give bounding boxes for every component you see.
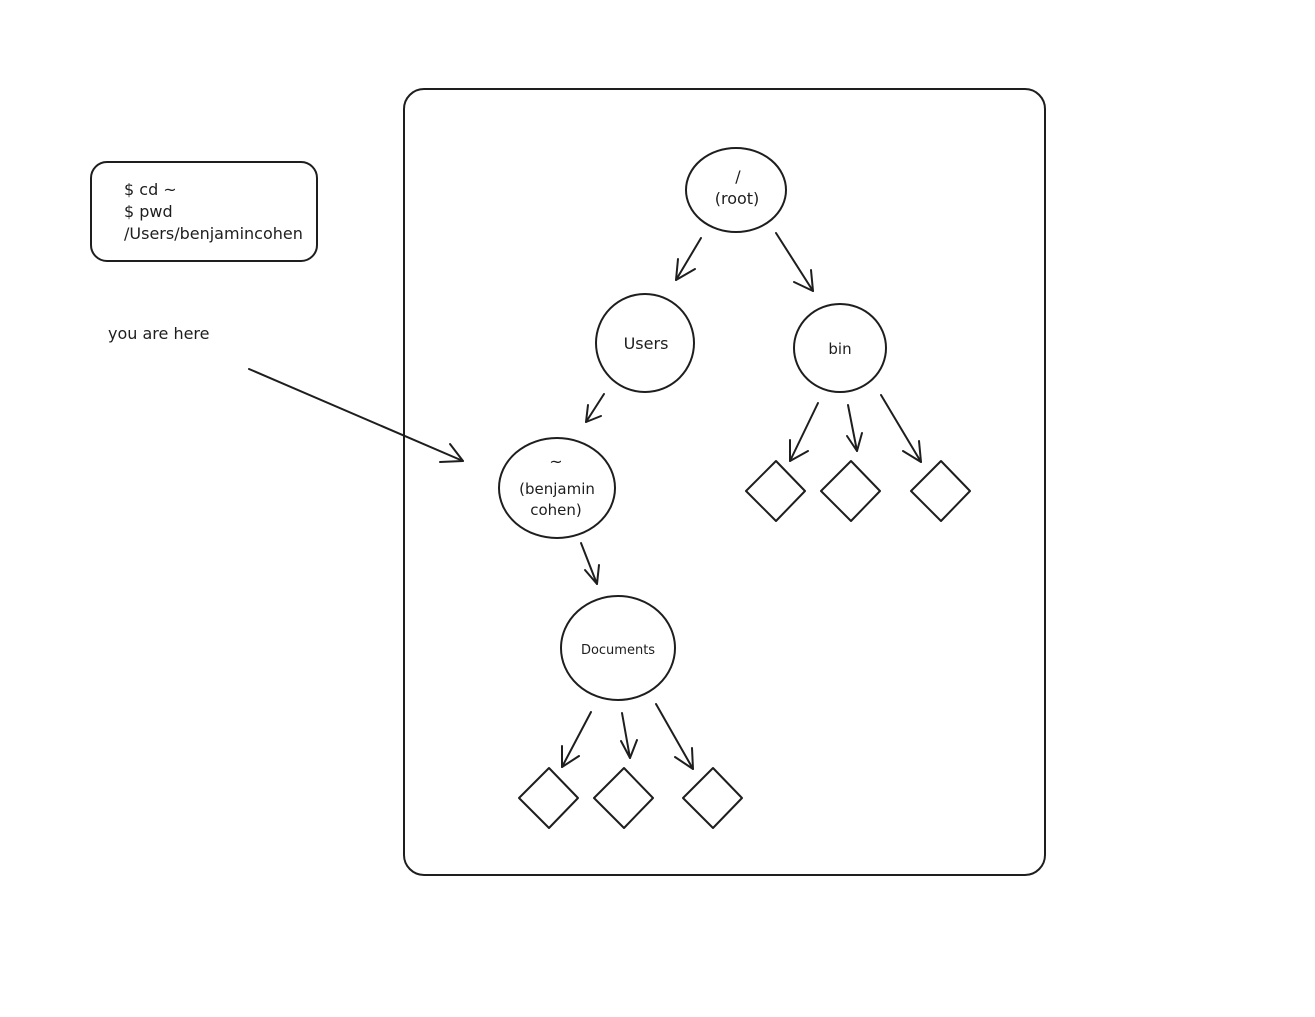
node-bin: bin [793,303,887,393]
arrow-users-to-home [585,393,605,423]
arrow-bin-to-file-1 [789,402,819,462]
node-users-label: Users [624,334,669,353]
node-home-label-line-2: cohen) [530,501,582,519]
node-root-slash: / [735,167,741,186]
terminal-box: $ cd ~ $ pwd /Users/benjamincohen [90,161,318,262]
terminal-line-1: $ cd ~ [124,180,177,199]
filesystem-frame [403,88,1046,876]
node-root-circle [685,147,787,233]
file-diamond-bin-1 [745,460,806,522]
node-users: Users [595,293,695,393]
node-root-label: (root) [715,189,760,208]
you-are-here-annotation: you are here [108,324,464,463]
arrow-home-to-documents [580,542,600,585]
node-users-circle [595,293,695,393]
node-home: ~ (benjamin cohen) [498,437,616,539]
arrow-documents-to-file-3 [655,703,694,770]
file-diamond-documents-2 [593,767,654,829]
terminal-line-2: $ pwd [124,202,173,221]
file-diamond-documents-1 [518,767,579,829]
node-documents-circle [560,595,676,701]
node-bin-label: bin [828,340,851,358]
node-home-circle [498,437,616,539]
arrow-documents-to-file-1 [561,711,592,768]
node-documents-label: Documents [581,643,655,658]
arrow-bin-to-file-3 [880,394,922,463]
arrow-bin-to-file-2 [846,404,863,452]
you-are-here-arrow [248,368,464,463]
node-home-tilde: ~ [549,452,562,471]
node-bin-circle [793,303,887,393]
terminal-line-3: /Users/benjamincohen [124,224,303,243]
arrow-root-to-bin [775,232,814,292]
node-documents: Documents [560,595,676,701]
node-root: / (root) [685,147,787,233]
you-are-here-label: you are here [108,324,210,343]
terminal-border [90,161,318,262]
file-diamond-bin-3 [910,460,971,522]
node-home-label-line-1: (benjamin [519,480,595,498]
arrow-root-to-users [675,237,702,281]
arrow-documents-to-file-2 [620,712,638,759]
file-diamond-bin-2 [820,460,881,522]
file-diamond-documents-3 [682,767,743,829]
